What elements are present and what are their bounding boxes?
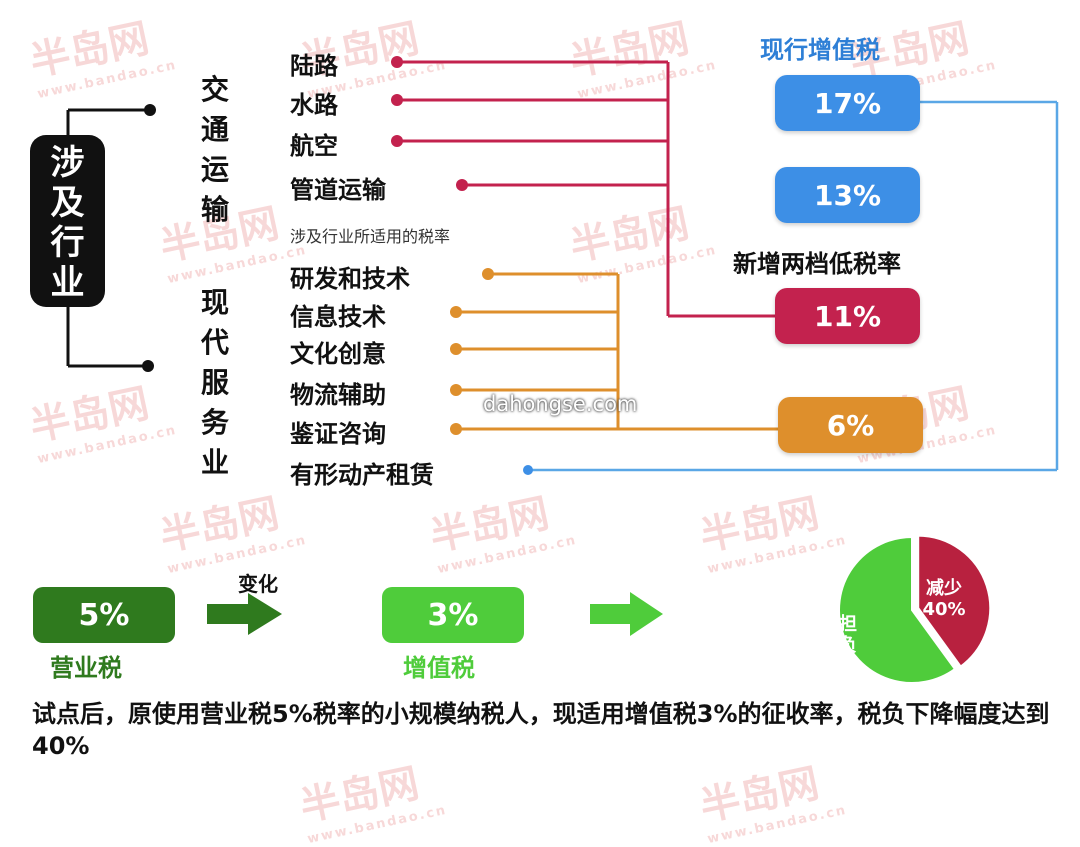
category-pill: 涉及行业 xyxy=(30,135,105,307)
connector-dot xyxy=(391,94,403,106)
arrow-light-green xyxy=(590,592,663,636)
transport-connectors xyxy=(397,60,775,318)
service-item: 信息技术 xyxy=(290,303,386,331)
connector-dot xyxy=(456,179,468,191)
connector-dot xyxy=(450,306,462,318)
services-label: 现代服务业 xyxy=(200,286,229,479)
connector-dot xyxy=(450,384,462,396)
rate-6: 6% xyxy=(778,397,923,453)
bracket-dot xyxy=(142,360,154,372)
transport-item: 陆路 xyxy=(290,52,338,80)
pie-chart xyxy=(838,533,993,684)
vat-label: 增值税 xyxy=(403,654,475,682)
new-rates-heading: 新增两档低税率 xyxy=(733,250,901,278)
service-item: 有形动产租赁 xyxy=(290,461,434,489)
rate-13: 13% xyxy=(775,167,920,223)
connector-lines xyxy=(66,56,1059,684)
pie-label-bear: 承担税负 xyxy=(821,614,857,656)
service-item: 鉴证咨询 xyxy=(290,420,386,448)
site-watermark: dahongse.com xyxy=(483,392,638,416)
business-tax-label: 营业税 xyxy=(50,654,122,682)
bracket-dot xyxy=(144,104,156,116)
conclusion-text: 试点后，原使用营业税5%税率的小规模纳税人，现适用增值税3%的征收率，税负下降幅… xyxy=(32,700,1050,760)
service-item: 研发和技术 xyxy=(290,265,410,293)
transport-item: 水路 xyxy=(290,91,338,119)
industry-rate-note: 涉及行业所适用的税率 xyxy=(290,227,451,246)
current-vat-heading: 现行增值税 xyxy=(760,36,880,64)
pie-slice-reduce xyxy=(916,533,993,670)
transport-item: 航空 xyxy=(290,132,338,160)
vat-rate-box: 3% xyxy=(382,587,524,643)
service-item: 物流辅助 xyxy=(290,381,386,409)
connector-dot xyxy=(523,465,533,475)
connector-dot xyxy=(450,423,462,435)
transport-label: 交通运输 xyxy=(200,73,229,226)
arrow-dark-green xyxy=(207,593,282,635)
change-label: 变化 xyxy=(238,572,278,596)
connector-dot xyxy=(391,135,403,147)
rate-11: 11% xyxy=(775,288,920,344)
service-item: 文化创意 xyxy=(290,340,386,368)
transport-item: 管道运输 xyxy=(290,176,386,204)
rate-17: 17% xyxy=(775,75,920,131)
business-tax-rate-box: 5% xyxy=(33,587,175,643)
connector-dot xyxy=(482,268,494,280)
connector-dot xyxy=(450,343,462,355)
connector-dot xyxy=(391,56,403,68)
lease-connector xyxy=(528,100,1059,472)
service-connectors xyxy=(456,272,778,431)
pie-slice-bear xyxy=(838,535,957,684)
